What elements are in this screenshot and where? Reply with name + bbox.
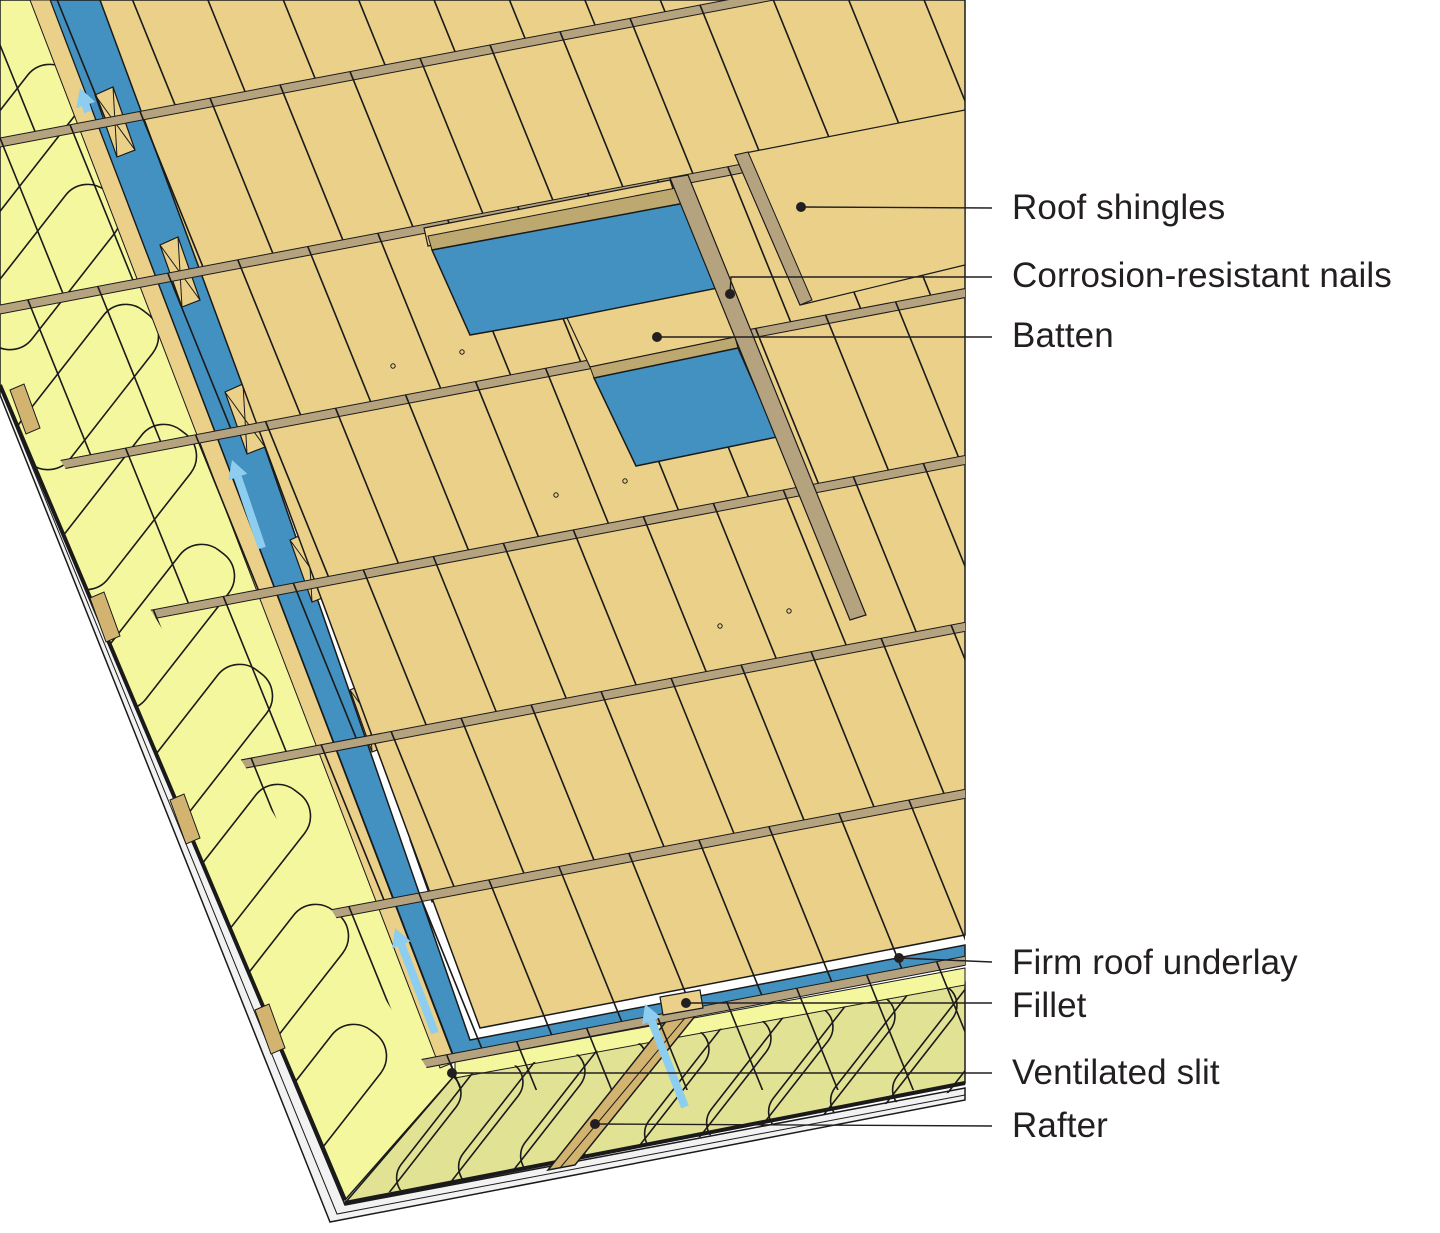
label-rafter: Rafter	[1012, 1106, 1108, 1145]
label-ventilated-slit: Ventilated slit	[1012, 1053, 1220, 1092]
airflow-arrows	[76, 88, 689, 1109]
label-roof-shingles: Roof shingles	[1012, 188, 1226, 227]
front-insulation	[343, 967, 966, 1205]
label-batten: Batten	[1012, 316, 1114, 355]
leader-lines	[447, 202, 993, 1129]
leader-fillet	[681, 998, 992, 1008]
airflow-arrow-upper	[76, 88, 96, 114]
cutaway-opening	[423, 109, 966, 621]
label-fillet: Fillet	[1012, 986, 1087, 1025]
leader-firm-roof-underlay	[894, 953, 993, 963]
label-firm-roof-underlay: Firm roof underlay	[1012, 943, 1298, 982]
nail-marks	[390, 349, 792, 629]
leader-batten	[652, 332, 992, 342]
leader-corrosion-resistant-nails	[725, 276, 992, 299]
airflow-arrow-lower	[392, 928, 439, 1035]
leader-roof-shingles	[796, 202, 993, 212]
airflow-arrow-mid	[228, 460, 266, 550]
ceiling-board	[0, 379, 966, 1223]
airflow-arrow-eave	[642, 1004, 689, 1109]
leader-ventilated-slit	[447, 1068, 992, 1078]
label-corrosion-resistant-nails: Corrosion-resistant nails	[1012, 256, 1392, 295]
leader-rafter	[590, 1119, 993, 1129]
